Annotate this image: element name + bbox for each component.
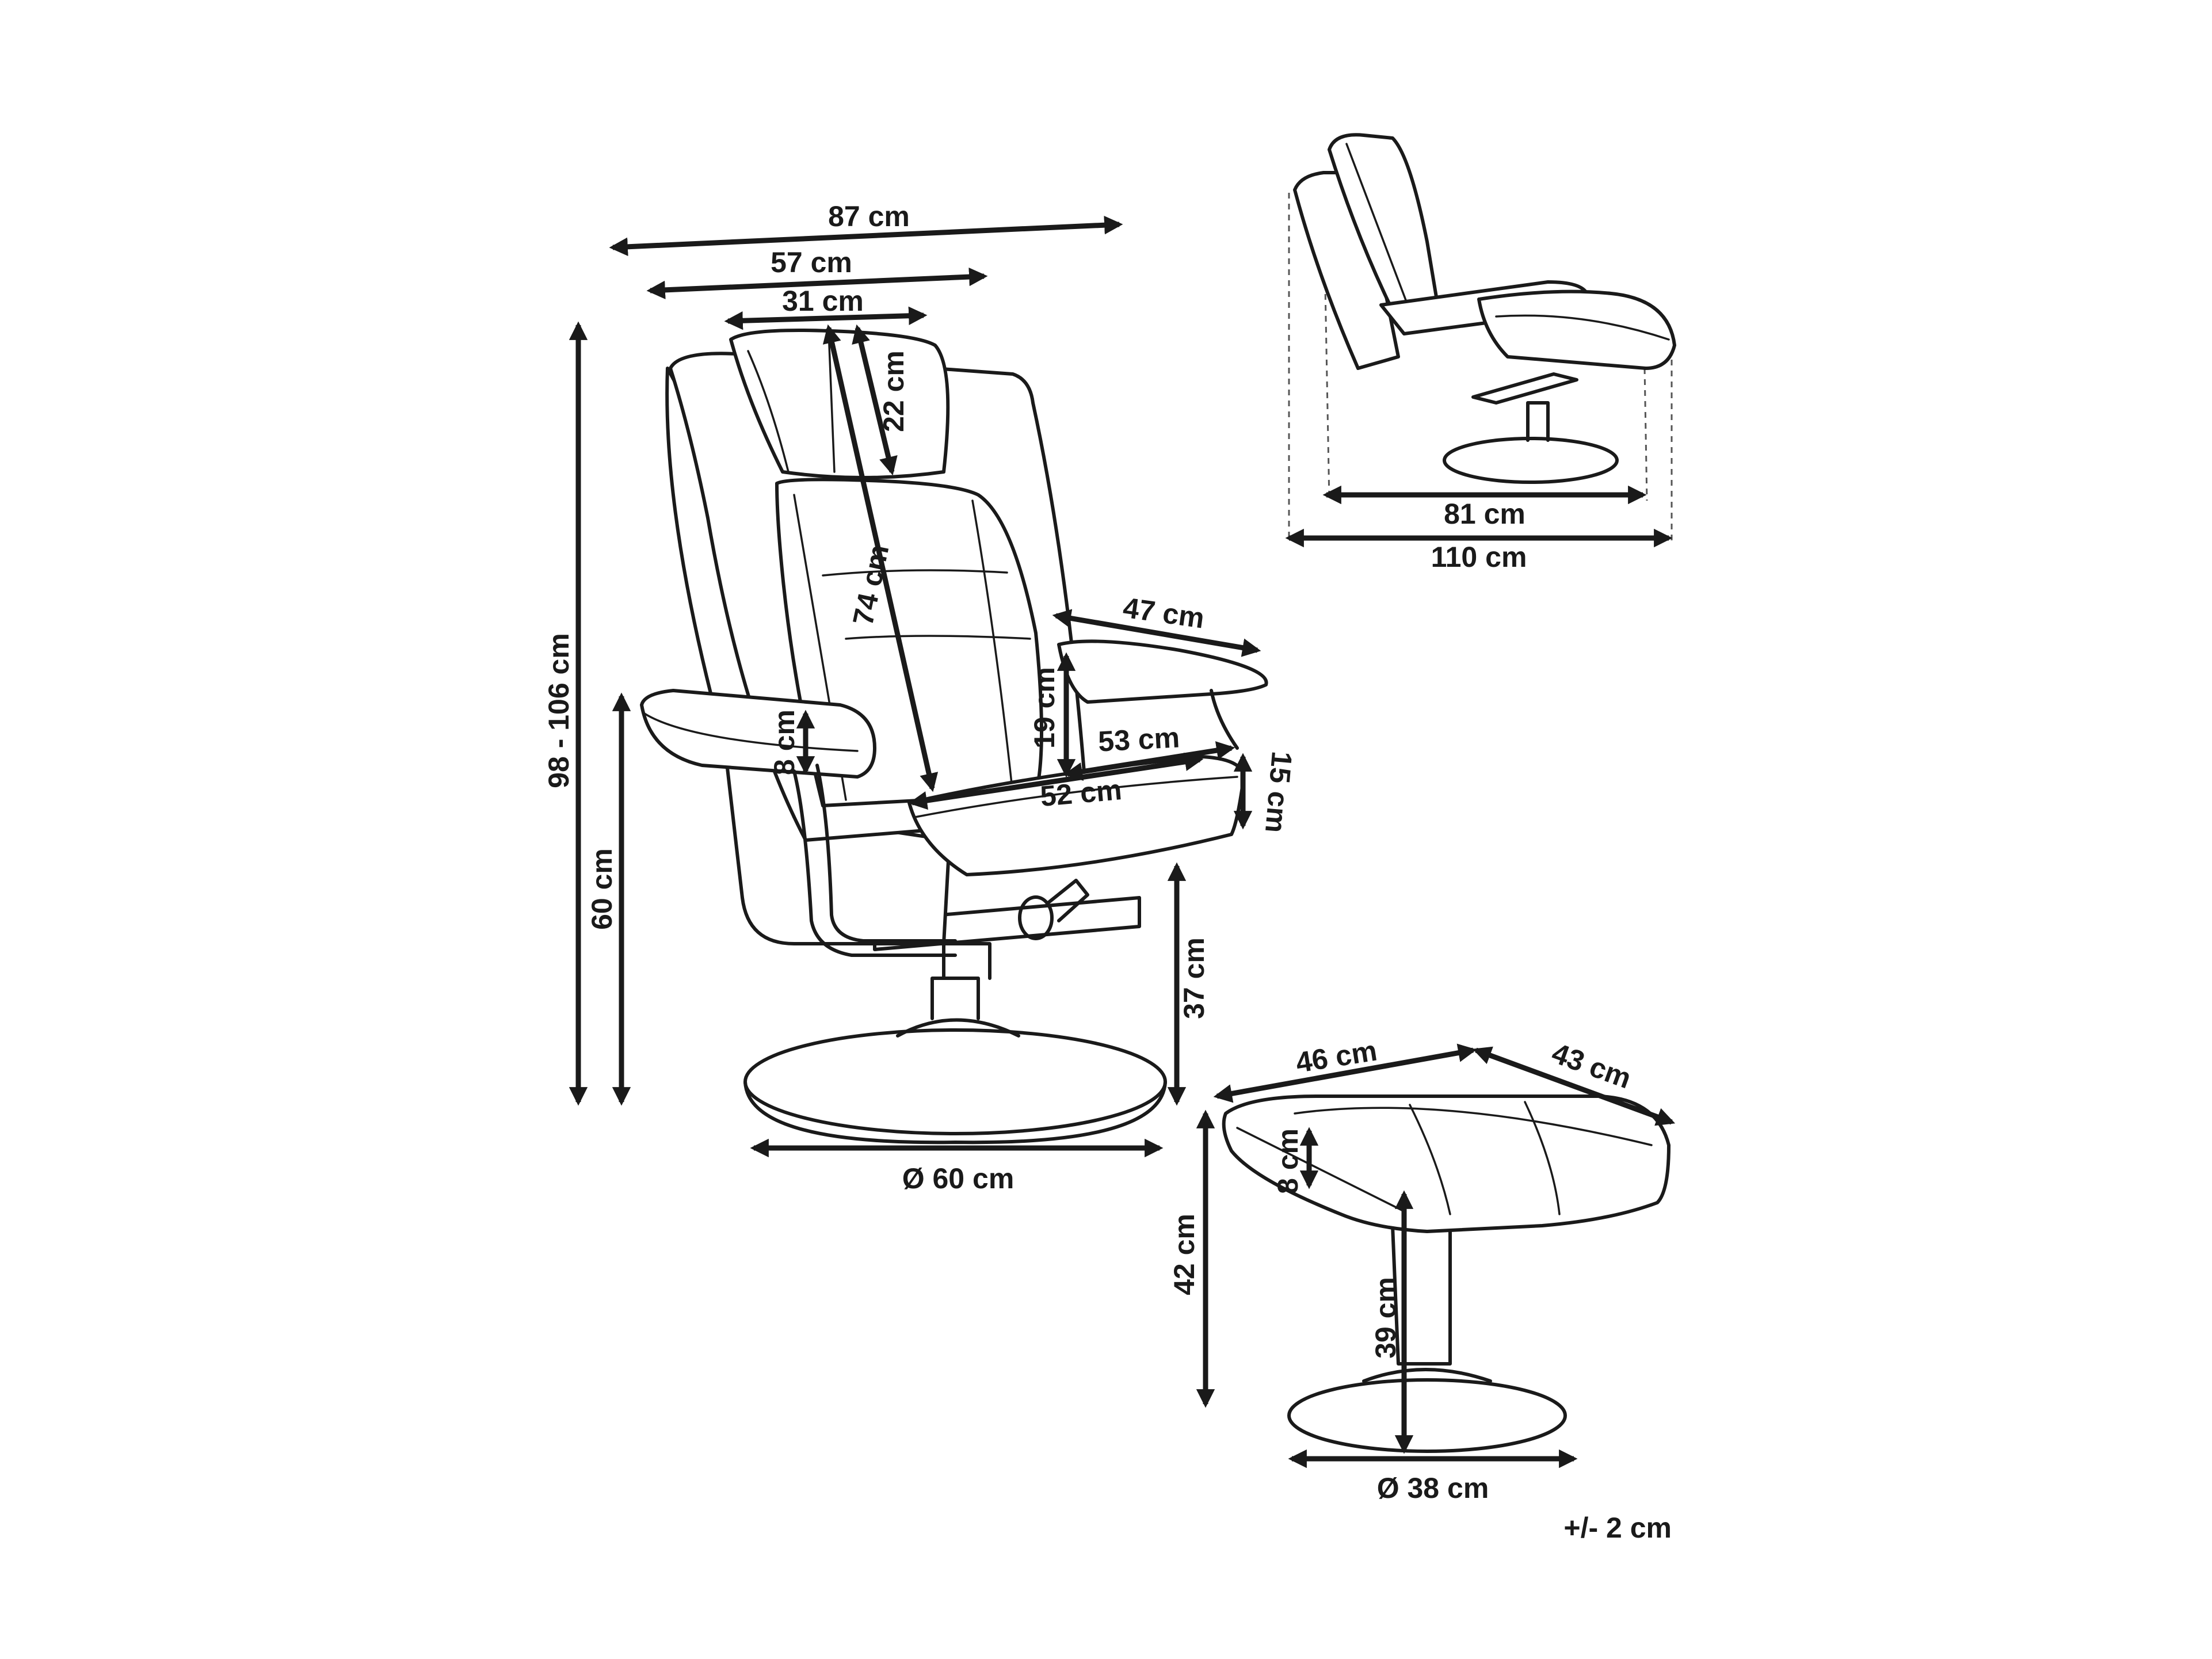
label-seat-width: 52 cm — [1039, 773, 1123, 813]
label-ottoman-total-height: 42 cm — [1168, 1214, 1200, 1295]
label-tolerance: +/- 2 cm — [1563, 1512, 1672, 1544]
label-ottoman-column: 39 cm — [1370, 1277, 1402, 1359]
label-ottoman-cushion: 8 cm — [1272, 1128, 1304, 1194]
label-ottoman-width: 46 cm — [1294, 1034, 1379, 1078]
chair-side-drawing — [1288, 133, 1676, 544]
label-chair-total-width: 87 cm — [828, 200, 910, 232]
label-armrest-height: 19 cm — [1028, 667, 1061, 749]
label-side-seat-depth: 81 cm — [1444, 498, 1525, 530]
dimension-labels: 87 cm 57 cm 31 cm 22 cm 74 cm 98 - 106 c… — [543, 200, 1672, 1544]
label-ottoman-base-diameter: Ø 38 cm — [1377, 1472, 1489, 1504]
label-chair-base-diameter: Ø 60 cm — [902, 1162, 1015, 1195]
label-base-clearance: 37 cm — [1178, 937, 1210, 1019]
label-total-height: 98 - 106 cm — [543, 633, 575, 788]
label-headrest-width: 31 cm — [782, 285, 864, 317]
label-seat-height: 60 cm — [586, 848, 618, 930]
label-side-total-depth: 110 cm — [1431, 541, 1527, 573]
label-backrest-width: 57 cm — [771, 246, 852, 279]
dimension-lines — [569, 215, 1676, 1469]
label-seat-thickness: 15 cm — [1259, 750, 1298, 834]
label-armrest-thickness: 8 cm — [768, 710, 800, 775]
label-ottoman-depth: 43 cm — [1548, 1036, 1635, 1094]
label-headrest-height: 22 cm — [878, 350, 910, 432]
label-seat-depth: 53 cm — [1097, 721, 1181, 757]
